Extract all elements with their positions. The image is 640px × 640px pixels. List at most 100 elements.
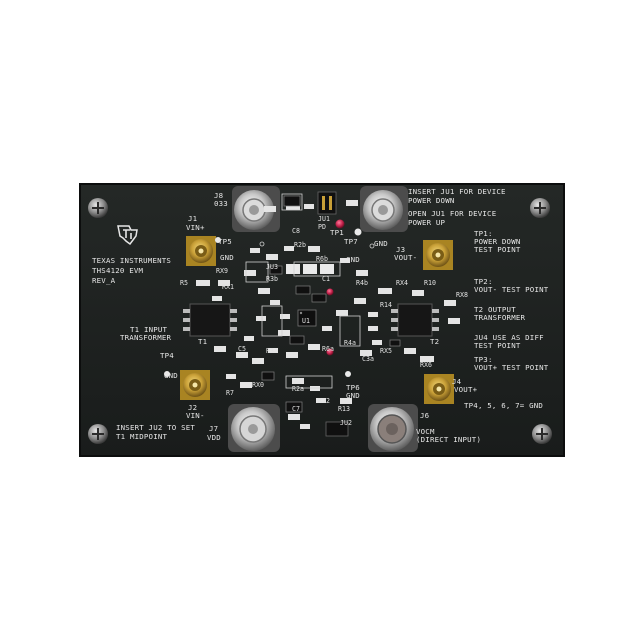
j7-label: J7 <box>209 424 219 433</box>
binding-post-j8-icon <box>232 186 280 232</box>
pd-refdes: PD <box>318 223 326 231</box>
ju1-note-line-2: POWER DOWN <box>408 196 455 205</box>
ju4-note-line-1: JU4 USE AS DIFF <box>474 333 544 342</box>
dark-smd-parts <box>261 195 401 413</box>
transformer-t1-icon <box>183 303 237 337</box>
r10-refdes: R10 <box>424 279 436 287</box>
j6-signal-line-1: VOCM <box>416 427 435 436</box>
c1-refdes: C1 <box>322 275 330 283</box>
rx9-refdes: RX9 <box>216 267 228 275</box>
r2b-refdes: R2b <box>294 241 306 249</box>
r2a-refdes: R2a <box>292 385 304 393</box>
t2-note-line-2: TRANSFORMER <box>474 313 526 322</box>
rx6-refdes: RX6 <box>420 361 432 369</box>
tp1-note-line-2: POWER DOWN <box>474 237 521 246</box>
rx0-refdes: RX0 <box>252 381 264 389</box>
tp6-gnd-label: GND <box>346 391 360 400</box>
r13-refdes: R13 <box>338 405 350 413</box>
sma-connector-j3-icon <box>423 240 453 270</box>
jumper-ju1-icon <box>317 191 337 215</box>
tp6-label: TP6 <box>346 383 360 392</box>
jumper-ju4-icon <box>286 264 334 274</box>
ju2-refdes: JU2 <box>340 419 352 427</box>
tp4-gnd-label: GND <box>164 371 178 380</box>
tp2-note-line-1: TP2: <box>474 277 493 286</box>
ju3-refdes: JU3 <box>266 263 278 271</box>
r6b-refdes: R6b <box>316 255 328 263</box>
r14-refdes: R14 <box>380 301 392 309</box>
j4-signal-label: VOUT+ <box>454 385 478 394</box>
tp7-gnd-label: GND <box>346 255 360 264</box>
sma-connector-j2-icon <box>180 370 210 400</box>
tp1-label: TP1 <box>330 228 344 237</box>
rx5-refdes: RX5 <box>380 347 392 355</box>
rx1-refdes: RX1 <box>222 283 234 291</box>
j1-signal-label: VIN+ <box>186 223 205 232</box>
ti-logo-icon <box>117 225 138 246</box>
transformer-t2-icon <box>391 303 439 337</box>
t2-note-line-1: T2 OUTPUT <box>474 305 516 314</box>
j3-label: J3 <box>396 245 406 254</box>
mounting-screw-icon <box>530 198 550 218</box>
pcb-board <box>80 184 564 456</box>
j8-sub-label: 033 <box>214 199 228 208</box>
mounting-screw-icon <box>532 424 552 444</box>
t2-label: T2 <box>430 337 440 346</box>
tp3-note-line-1: TP3: <box>474 355 493 364</box>
rx8-refdes: RX8 <box>456 291 468 299</box>
mounting-screw-icon <box>88 198 108 218</box>
tp2-note-line-2: VOUT- TEST POINT <box>474 285 549 294</box>
ju1-note-line-4: POWER UP <box>408 218 446 227</box>
tp-ground-note: TP4, 5, 6, 7= GND <box>464 401 544 410</box>
rx4-refdes: RX4 <box>396 279 408 287</box>
t1-note-line-2: TRANSFORMER <box>120 333 172 342</box>
r3a-refdes: R3a <box>266 347 278 355</box>
ju1-note-line-1: INSERT JU1 FOR DEVICE <box>408 187 506 196</box>
r12-refdes: R12 <box>318 397 330 405</box>
binding-post-j6-icon <box>368 404 418 452</box>
c8-refdes: C8 <box>292 227 300 235</box>
c3a-refdes: C3a <box>362 355 374 363</box>
test-point-tp6-icon <box>345 371 351 377</box>
test-point-tp7-icon <box>354 228 362 236</box>
brand-label: TEXAS INSTRUMENTS <box>92 256 172 265</box>
tp4-label: TP4 <box>160 351 174 360</box>
test-point-tp3-icon <box>326 348 334 356</box>
binding-post-j5-icon <box>360 186 408 232</box>
j7-signal-label: VDD <box>207 433 221 442</box>
mounting-screw-icon <box>88 424 108 444</box>
j6-signal-line-2: (DIRECT INPUT) <box>416 435 482 444</box>
sma-connector-j4-icon <box>424 374 454 404</box>
r7-refdes: R7 <box>226 389 234 397</box>
j2-label: J2 <box>188 403 198 412</box>
u1-refdes: U1 <box>302 317 310 325</box>
j3-signal-label: VOUT- <box>394 253 418 262</box>
test-point-tp1-icon <box>335 219 345 229</box>
test-point-tp5-icon <box>215 237 221 243</box>
t1-note-line-1: T1 INPUT <box>130 325 168 334</box>
c5-refdes: C5 <box>238 345 246 353</box>
model-label: THS4120 EVM <box>92 266 144 275</box>
tp5-gnd-label: GND <box>220 253 234 262</box>
jumper-ju2-icon <box>325 421 349 437</box>
j6-label: J6 <box>420 411 430 420</box>
ju4-note-line-2: TEST POINT <box>474 341 521 350</box>
silk-outlines <box>245 193 375 389</box>
tp5-label: TP5 <box>218 237 232 246</box>
j2-signal-label: VIN- <box>186 411 205 420</box>
tp1-note-line-1: TP1: <box>474 229 493 238</box>
ju1-note-line-3: OPEN JU1 FOR DEVICE <box>408 209 497 218</box>
j3-gnd-label: GND <box>374 239 388 248</box>
sma-connector-j1-icon <box>186 236 216 266</box>
test-point-tp2-icon <box>326 288 334 296</box>
r6a-refdes: R6a <box>322 345 334 353</box>
ju2-note-line-2: T1 MIDPOINT <box>116 432 168 441</box>
t1-label: T1 <box>198 337 208 346</box>
j8-label: J8 <box>214 191 224 200</box>
tp1-note-line-3: TEST POINT <box>474 245 521 254</box>
tp3-note-line-2: VOUT+ TEST POINT <box>474 363 549 372</box>
j4-label: J4 <box>452 377 462 386</box>
smd-components <box>196 200 460 429</box>
c7-refdes: C7 <box>292 405 300 413</box>
